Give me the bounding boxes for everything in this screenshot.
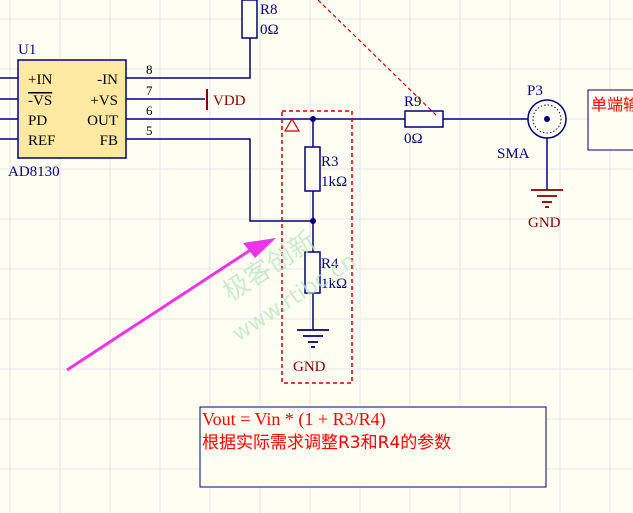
- r9-value: 0Ω: [404, 131, 423, 147]
- gnd-symbol-divider[interactable]: GND: [293, 329, 329, 375]
- p3-label: SMA: [497, 146, 530, 162]
- r8-resistor[interactable]: R8 0Ω: [241, 0, 279, 39]
- u1-designator: U1: [18, 42, 36, 58]
- gnd-label-sma: GND: [528, 215, 561, 231]
- right-note-text: 单端输: [591, 95, 633, 114]
- u1-pin-number-6: 6: [146, 103, 153, 118]
- u1-pin-ref: REF: [28, 133, 56, 149]
- u1-pin-minus-vs: -VS: [28, 93, 52, 109]
- r4-body: [304, 251, 321, 294]
- formula-note-border: [199, 406, 547, 488]
- watermark: 极客创新 www.rtibc.cn: [218, 226, 361, 347]
- wire-fb-to-divider: [160, 138, 313, 222]
- u1-right-pin-stubs: [126, 77, 160, 140]
- r9-resistor[interactable]: R9 0Ω: [404, 94, 444, 147]
- divider-highlight-box: [281, 110, 353, 384]
- gnd-bars-sma: [531, 189, 563, 208]
- pointer-arrow-icon: [66, 238, 276, 372]
- u1-pin-fb: FB: [100, 133, 118, 149]
- u1-pin-minus-in: -IN: [97, 72, 118, 88]
- gnd-bars-divider: [297, 329, 329, 348]
- r4-designator: R4: [321, 256, 339, 272]
- u1-pin-number-8: 8: [146, 62, 153, 77]
- u1-component[interactable]: U1 +IN -VS PD REF -IN +VS OUT FB 8: [0, 42, 160, 180]
- r8-body: [241, 0, 258, 39]
- gnd-label-divider: GND: [293, 359, 326, 375]
- red-dashed-leader: [317, 0, 438, 117]
- r3-designator: R3: [321, 154, 339, 170]
- formula-note: Vout = Vin * (1 + R3/R4) 根据实际需求调整R3和R4的参…: [199, 406, 547, 488]
- r3-resistor[interactable]: R3 1kΩ: [304, 146, 347, 192]
- u1-part-name: AD8130: [8, 164, 60, 180]
- u1-pin-number-5: 5: [146, 123, 153, 138]
- u1-pin-number-7: 7: [146, 83, 153, 98]
- junction-feedback-node: [310, 218, 316, 224]
- p3-sma-connector[interactable]: P3 SMA: [497, 83, 567, 162]
- r9-designator: R9: [404, 94, 422, 110]
- sma-center-pin: [544, 116, 550, 122]
- junction-out-node: [310, 116, 316, 122]
- u1-pin-out: OUT: [87, 113, 118, 129]
- vdd-power-port[interactable]: VDD: [206, 89, 246, 110]
- triangle-marker-icon: [283, 117, 301, 132]
- r4-resistor[interactable]: R4 1kΩ: [304, 251, 347, 294]
- right-note-border: [587, 89, 633, 151]
- u1-left-pin-stubs: [0, 77, 18, 140]
- formula-instruction: 根据实际需求调整R3和R4的参数: [202, 433, 451, 453]
- u1-pin-plus-in: +IN: [28, 72, 52, 88]
- r9-body: [404, 110, 444, 128]
- r3-body: [304, 146, 321, 192]
- r4-value: 1kΩ: [321, 276, 347, 292]
- r8-value: 0Ω: [260, 22, 279, 38]
- wire-pin8-to-r8: [160, 38, 251, 79]
- u1-body: [17, 59, 127, 159]
- p3-designator: P3: [527, 83, 543, 99]
- wires: [160, 38, 548, 330]
- formula-line: Vout = Vin * (1 + R3/R4): [202, 409, 386, 430]
- vdd-label: VDD: [213, 93, 246, 109]
- r3-value: 1kΩ: [321, 174, 347, 190]
- sma-inner-ring: [532, 104, 562, 134]
- gnd-symbol-sma[interactable]: GND: [528, 189, 563, 231]
- u1-pin-plus-vs: +VS: [90, 93, 118, 109]
- u1-pin-pd: PD: [28, 113, 47, 129]
- r8-designator: R8: [260, 2, 278, 18]
- right-note-box: 单端输: [587, 89, 633, 151]
